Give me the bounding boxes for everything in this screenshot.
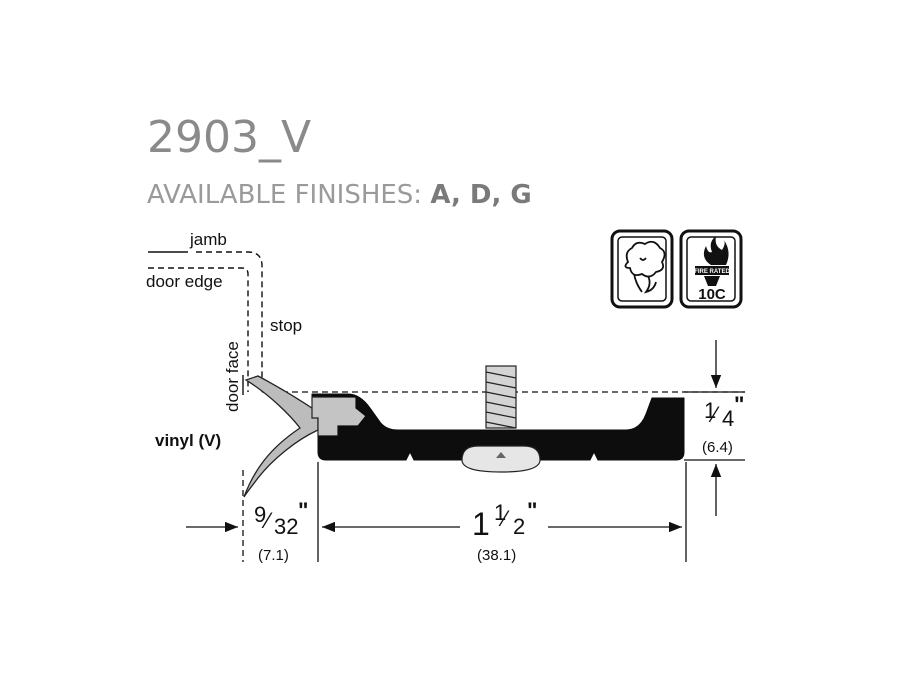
fire-rating-text: 10C: [698, 286, 726, 303]
fire-rated-ribbon: [695, 266, 729, 275]
door-edge-label: door edge: [146, 272, 223, 291]
smoke-seal-badge: [610, 229, 674, 309]
flame-icon: [703, 236, 729, 265]
width-den: 2: [513, 514, 525, 539]
finishes-line: AVAILABLE FINISHES: A, D, G: [147, 180, 532, 210]
smoke-seal-icon: [624, 240, 666, 294]
height-dimension: [684, 340, 745, 516]
door-face-label: door face: [223, 341, 242, 412]
height-dim-label: 1 ⁄ 4 " (6.4): [702, 392, 744, 456]
width-dim-label: 1 1 ⁄ 2 " (38.1): [472, 498, 537, 564]
gap-dim-label: 9 ⁄ 32 " (7.1): [254, 498, 308, 564]
door-edge-line: [148, 267, 249, 395]
gap-unit: ": [298, 498, 308, 523]
jamb-label: jamb: [189, 230, 227, 249]
fire-rated-text: FIRE RATED: [694, 269, 730, 275]
gap-den: 32: [274, 514, 298, 539]
aluminum-profile: [311, 393, 685, 461]
screw: [461, 365, 541, 473]
product-code: 2903_V: [147, 112, 312, 163]
vinyl-blade: [243, 375, 319, 498]
finishes-codes: A, D, G: [430, 180, 532, 210]
height-den: 4: [722, 406, 734, 431]
vinyl-label: vinyl (V): [155, 431, 221, 450]
height-metric: (6.4): [702, 439, 733, 456]
width-metric: (38.1): [477, 547, 516, 564]
gap-num: 9: [254, 502, 266, 527]
height-num: 1: [704, 398, 716, 423]
gap-metric: (7.1): [258, 547, 289, 564]
finishes-label: AVAILABLE FINISHES:: [147, 180, 423, 210]
width-unit: ": [527, 498, 537, 523]
fire-rated-badge: FIRE RATED 10C: [679, 229, 743, 309]
width-whole: 1: [472, 506, 490, 542]
width-num: 1: [494, 500, 506, 525]
height-unit: ": [734, 392, 744, 417]
jamb-line: [148, 251, 263, 392]
stop-label: stop: [270, 316, 302, 335]
